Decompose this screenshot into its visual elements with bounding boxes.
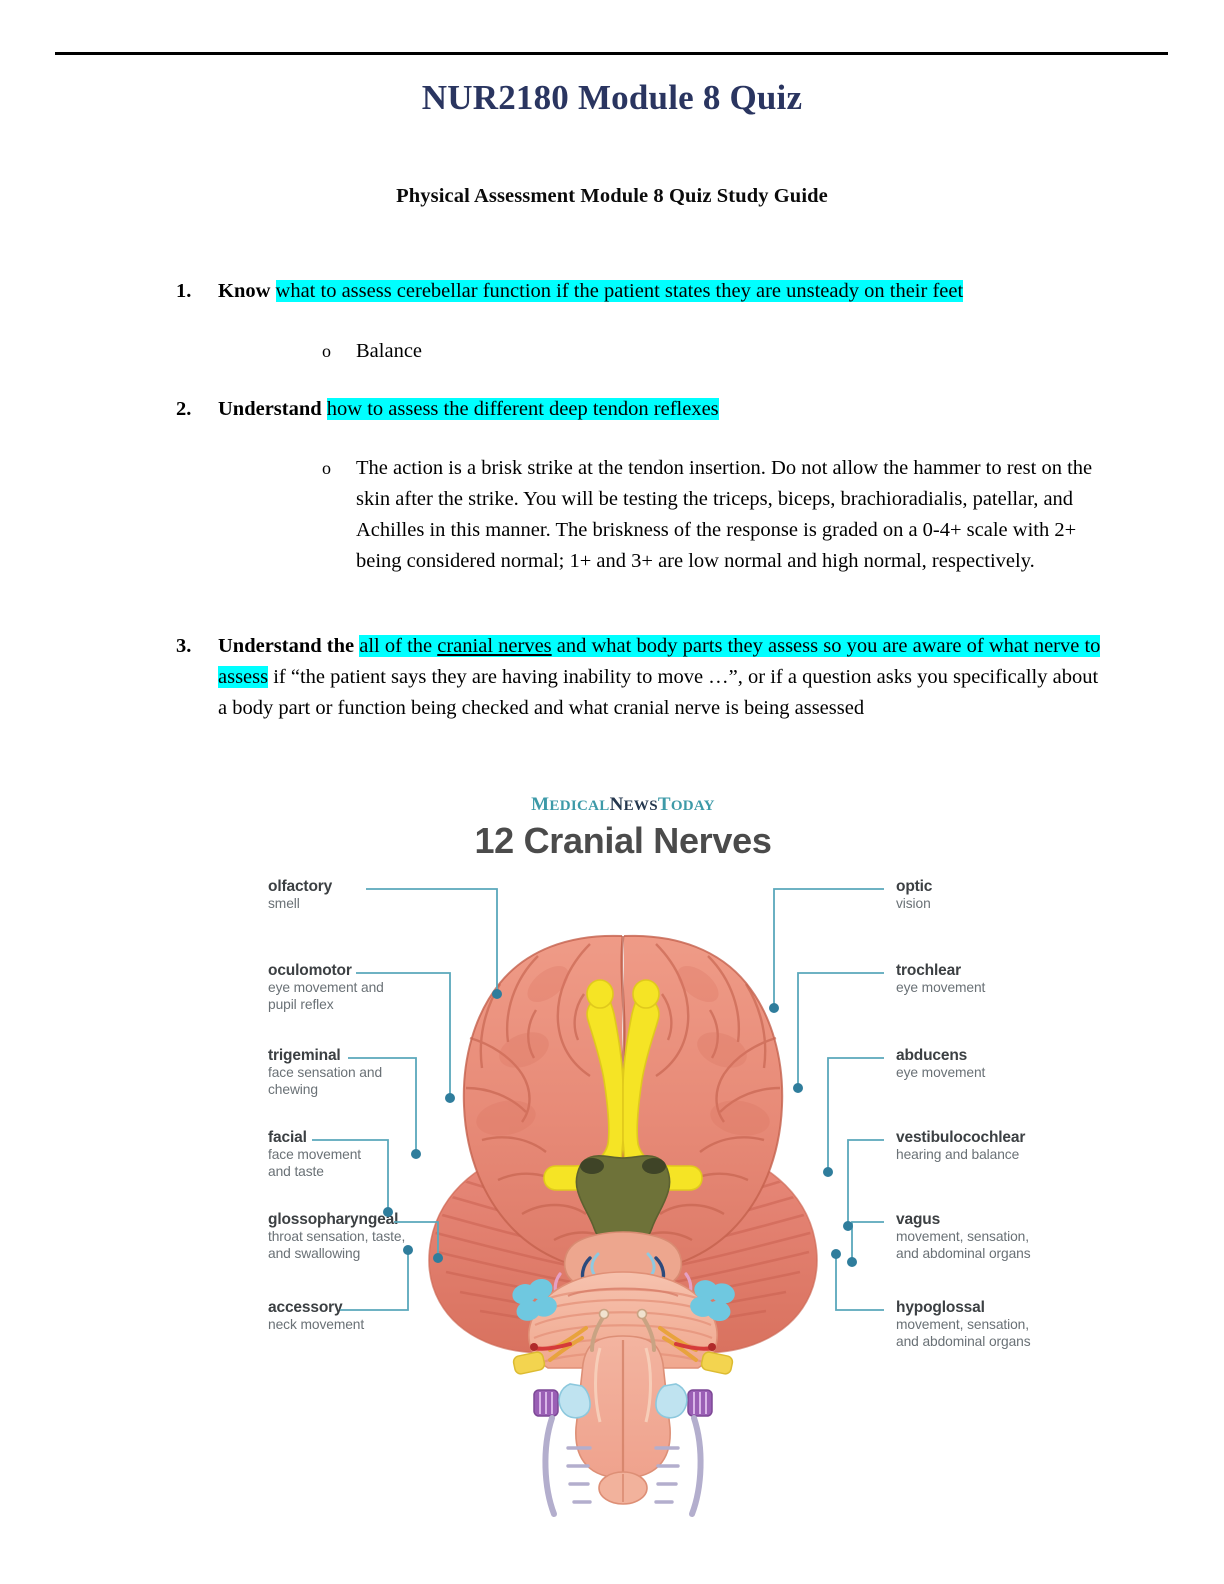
- list-item-1-sub: o Balance: [318, 336, 1056, 367]
- label-vestibulocochlear-desc-1: hearing and balance: [896, 1147, 1020, 1162]
- label-hypoglossal-desc-2: and abdominal organs: [896, 1333, 1031, 1349]
- label-accessory-desc-1: neck movement: [268, 1317, 365, 1332]
- label-glossopharyngeal-name: glossopharyngeal: [268, 1211, 399, 1228]
- leader-endpoint-dots: [383, 989, 857, 1267]
- cranial-nerves-infographic: MEDICALNEWSTODAY 12 Cranial Nerves: [238, 788, 1031, 1517]
- list-number-1: 1.: [176, 280, 192, 302]
- page-subtitle: Physical Assessment Module 8 Quiz Study …: [396, 185, 828, 207]
- brand-news: NEWS: [609, 794, 658, 815]
- label-vagus: vagus movement, sensation, and abdominal…: [896, 1211, 1031, 1262]
- list-item-3-tail: if “the patient says they are having ina…: [218, 666, 1099, 719]
- label-glossopharyngeal-desc-1: throat sensation, taste,: [268, 1229, 406, 1244]
- label-trochlear: trochlear eye movement: [896, 962, 985, 997]
- label-oculomotor-desc-2: pupil reflex: [268, 996, 334, 1012]
- label-oculomotor-name: oculomotor: [268, 962, 352, 979]
- list-item-2: 2. Understand how to assess the differen…: [176, 394, 1098, 425]
- list-item-1-lead: Know: [218, 280, 276, 302]
- brain-illustration: [428, 934, 818, 1517]
- label-facial: facial face movement and taste: [268, 1129, 361, 1180]
- sub-bullet-icon: o: [322, 458, 331, 478]
- label-facial-desc-2: and taste: [268, 1163, 324, 1179]
- label-abducens-name: abducens: [896, 1047, 968, 1064]
- list-item-2-lead: Understand: [218, 398, 327, 420]
- list-item-3-body: Understand the all of the cranial nerves…: [218, 631, 1108, 724]
- label-trochlear-desc-1: eye movement: [896, 980, 986, 995]
- list-item-1-body: Know what to assess cerebellar function …: [218, 276, 1098, 307]
- label-hypoglossal-desc-1: movement, sensation,: [896, 1317, 1029, 1332]
- label-olfactory: olfactory smell: [268, 878, 332, 913]
- label-vagus-desc-2: and abdominal organs: [896, 1245, 1031, 1261]
- label-accessory-name: accessory: [268, 1299, 343, 1316]
- label-hypoglossal: hypoglossal movement, sensation, and abd…: [896, 1299, 1031, 1350]
- list-item-3: 3. Understand the all of the cranial ner…: [176, 631, 1108, 724]
- list-item-2-sub-text: The action is a brisk strike at the tend…: [356, 457, 1093, 572]
- label-glossopharyngeal-desc-2: and swallowing: [268, 1245, 361, 1261]
- olfactory-tract: [543, 979, 703, 1191]
- optic-chiasm: [575, 1155, 671, 1247]
- label-optic: optic vision: [896, 878, 932, 913]
- brand-logo: MEDICALNEWSTODAY: [238, 794, 1008, 816]
- label-glossopharyngeal: glossopharyngeal throat sensation, taste…: [268, 1211, 405, 1262]
- label-trigeminal-desc-2: chewing: [268, 1081, 318, 1097]
- list-item-3-lead: Understand the: [218, 635, 360, 657]
- label-vagus-desc-1: movement, sensation,: [896, 1229, 1029, 1244]
- label-oculomotor-desc-1: eye movement and: [268, 980, 384, 995]
- label-vestibulocochlear-name: vestibulocochlear: [896, 1129, 1026, 1146]
- label-trochlear-name: trochlear: [896, 962, 961, 979]
- trigeminal-nerve-root: [512, 1278, 735, 1322]
- header-rule: [55, 52, 1168, 55]
- label-optic-name: optic: [896, 878, 933, 895]
- list-number-3: 3.: [176, 635, 192, 657]
- label-vestibulocochlear: vestibulocochlear hearing and balance: [896, 1129, 1025, 1164]
- label-abducens-desc-1: eye movement: [896, 1065, 986, 1080]
- medulla-oblongata: [575, 1335, 671, 1479]
- list-item-2-sub: o The action is a brisk strike at the te…: [318, 453, 1116, 577]
- label-hypoglossal-name: hypoglossal: [896, 1299, 985, 1316]
- label-abducens: abducens eye movement: [896, 1047, 985, 1082]
- label-trigeminal: trigeminal face sensation and chewing: [268, 1047, 382, 1098]
- label-oculomotor: oculomotor eye movement and pupil reflex: [268, 962, 384, 1013]
- label-facial-desc-1: face movement: [268, 1147, 362, 1162]
- list-item-1: 1. Know what to assess cerebellar functi…: [176, 276, 1098, 307]
- list-item-1-highlight: what to assess cerebellar function if th…: [275, 280, 964, 302]
- label-facial-name: facial: [268, 1129, 307, 1146]
- label-accessory: accessory neck movement: [268, 1299, 364, 1334]
- cranial-nerve-rootlets: [512, 1308, 734, 1517]
- infographic-title: 12 Cranial Nerves: [474, 820, 772, 861]
- label-olfactory-name: olfactory: [268, 878, 333, 895]
- leader-lines: [312, 888, 884, 1311]
- sub-bullet-icon: o: [322, 341, 331, 361]
- page-title: NUR2180 Module 8 Quiz: [421, 78, 803, 117]
- label-trigeminal-desc-1: face sensation and: [268, 1065, 383, 1080]
- label-vagus-name: vagus: [896, 1211, 941, 1228]
- label-trigeminal-name: trigeminal: [268, 1047, 341, 1064]
- brand-medical: MEDICAL: [531, 794, 610, 815]
- label-optic-desc-1: vision: [896, 896, 931, 911]
- label-olfactory-desc-1: smell: [268, 896, 300, 911]
- list-item-2-body: Understand how to assess the different d…: [218, 394, 1098, 425]
- list-item-3-highlight-underline: cranial nerves: [437, 635, 552, 657]
- list-number-2: 2.: [176, 398, 192, 420]
- list-item-3-highlight-a: all of the: [359, 635, 438, 657]
- list-item-1-sub-text: Balance: [356, 340, 423, 362]
- brand-today: TODAY: [657, 794, 715, 815]
- list-item-2-highlight: how to assess the different deep tendon …: [326, 398, 719, 420]
